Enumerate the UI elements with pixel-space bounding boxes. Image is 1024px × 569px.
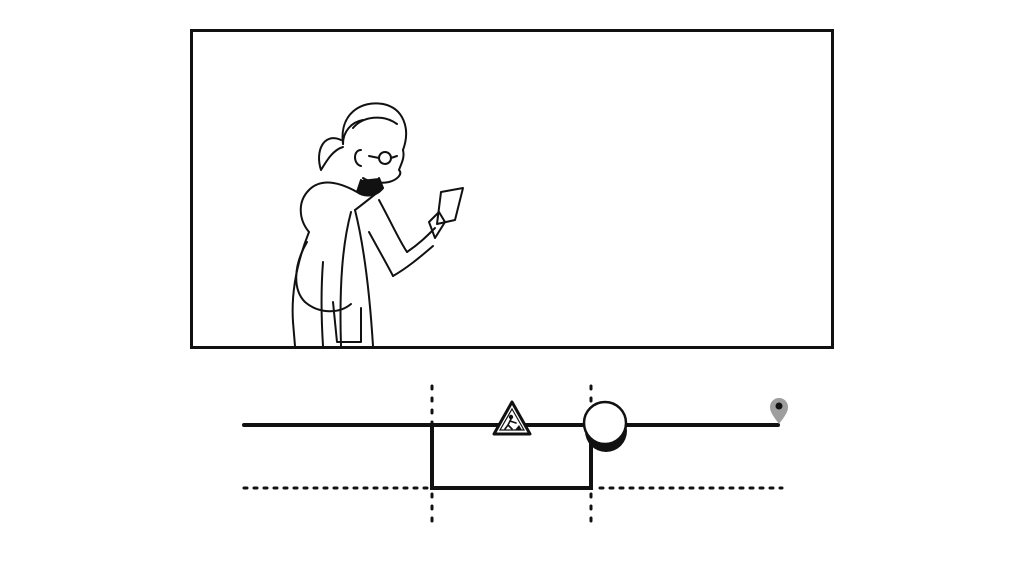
location-pin-icon[interactable] [770, 398, 788, 424]
scene-frame [190, 29, 834, 349]
track-diagram [242, 384, 788, 528]
construction-warning-icon[interactable] [492, 400, 532, 436]
player-ball-icon[interactable] [582, 400, 628, 452]
level-track [0, 370, 1024, 540]
woman-reading-note-icon [291, 102, 464, 346]
